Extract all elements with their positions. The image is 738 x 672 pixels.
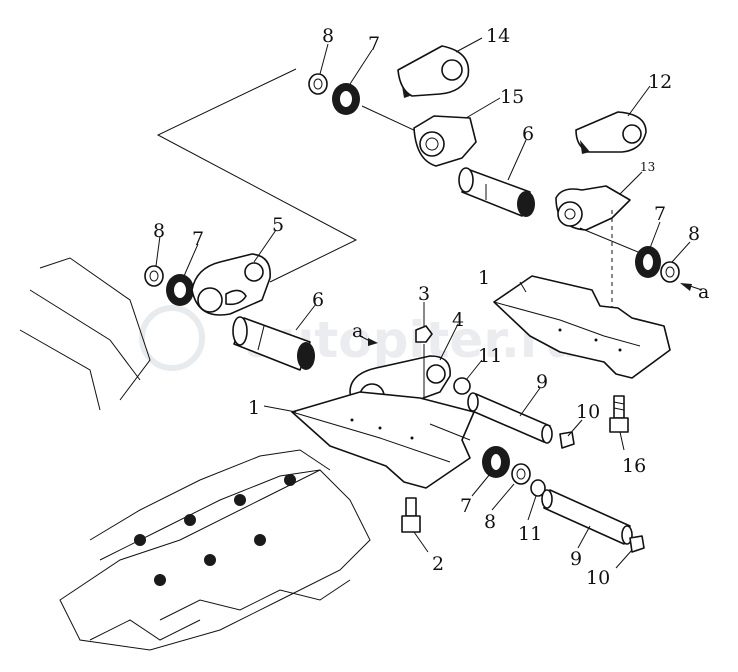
part-7-ring-top bbox=[332, 83, 360, 115]
part-6-pin-top bbox=[458, 167, 535, 217]
callout-8-top: 8 bbox=[322, 25, 334, 47]
callout-9-lower: 9 bbox=[570, 548, 582, 570]
callout-1-right: 1 bbox=[478, 267, 490, 289]
assembly-guide-outline bbox=[156, 68, 358, 283]
part-7-ring-right bbox=[635, 246, 661, 278]
callout-11-upper: 11 bbox=[478, 345, 502, 367]
part-5-link bbox=[191, 253, 271, 316]
callout-10-lower: 10 bbox=[586, 567, 610, 589]
callout-6-lower: 6 bbox=[312, 289, 324, 311]
part-7-ring-left bbox=[166, 274, 194, 306]
part-9-pin-lower bbox=[541, 489, 633, 545]
part-14-link-half bbox=[397, 45, 470, 98]
part-6-pin-lower bbox=[232, 316, 315, 371]
part-1-track-shoe-lower bbox=[291, 391, 475, 489]
part-15-link bbox=[413, 115, 477, 167]
part-10-cap-lower bbox=[629, 535, 645, 553]
callout-16: 16 bbox=[622, 455, 646, 477]
track-assembly-background bbox=[19, 257, 371, 651]
part-11-spacer-upper bbox=[453, 377, 471, 395]
part-11-spacer-lower bbox=[530, 479, 546, 497]
callout-8-lower: 8 bbox=[484, 511, 496, 533]
callout-5: 5 bbox=[272, 214, 284, 236]
callout-11-lower: 11 bbox=[518, 523, 542, 545]
callout-14: 14 bbox=[486, 25, 510, 47]
callout-8-right: 8 bbox=[688, 223, 700, 245]
part-9-pin-upper bbox=[467, 392, 553, 444]
callout-a-right: a bbox=[698, 281, 709, 303]
part-2-bolt bbox=[401, 497, 421, 533]
axis-line-right bbox=[579, 227, 639, 253]
part-8-seal-lower bbox=[511, 463, 531, 485]
callout-1-lower: 1 bbox=[248, 397, 260, 419]
part-7-ring-lower bbox=[482, 446, 510, 478]
callout-3: 3 bbox=[418, 283, 430, 305]
callout-8-left: 8 bbox=[153, 220, 165, 242]
callout-a-left: a bbox=[352, 320, 363, 342]
callout-7-top: 7 bbox=[368, 33, 380, 55]
callout-7-lower: 7 bbox=[460, 495, 472, 517]
callout-labels: 8 7 14 15 12 6 13 7 8 a 8 7 5 6 1 3 4 a … bbox=[153, 25, 709, 589]
axis-line-top bbox=[361, 105, 419, 133]
part-12-link-half bbox=[575, 111, 647, 154]
callout-4: 4 bbox=[452, 309, 464, 331]
part-3-nut bbox=[415, 325, 433, 343]
arrow-a-right bbox=[689, 285, 703, 291]
callout-2: 2 bbox=[432, 553, 444, 575]
callout-7-right: 7 bbox=[654, 203, 666, 225]
callout-9-upper: 9 bbox=[536, 371, 548, 393]
leader-lines bbox=[155, 37, 691, 569]
part-1-track-shoe-right bbox=[493, 275, 671, 379]
part-8-seal-left bbox=[144, 265, 164, 287]
part-13-link bbox=[555, 185, 631, 231]
callout-12: 12 bbox=[648, 71, 672, 93]
callout-7-left: 7 bbox=[192, 228, 204, 250]
callout-6-top: 6 bbox=[522, 123, 534, 145]
callout-15: 15 bbox=[500, 86, 524, 108]
part-8-seal-right bbox=[660, 261, 680, 283]
callout-13: 13 bbox=[640, 160, 655, 174]
part-16-bolt bbox=[609, 395, 629, 433]
part-8-seal-top bbox=[308, 73, 328, 95]
callout-10-upper: 10 bbox=[576, 401, 600, 423]
part-10-cap-upper bbox=[559, 431, 575, 449]
